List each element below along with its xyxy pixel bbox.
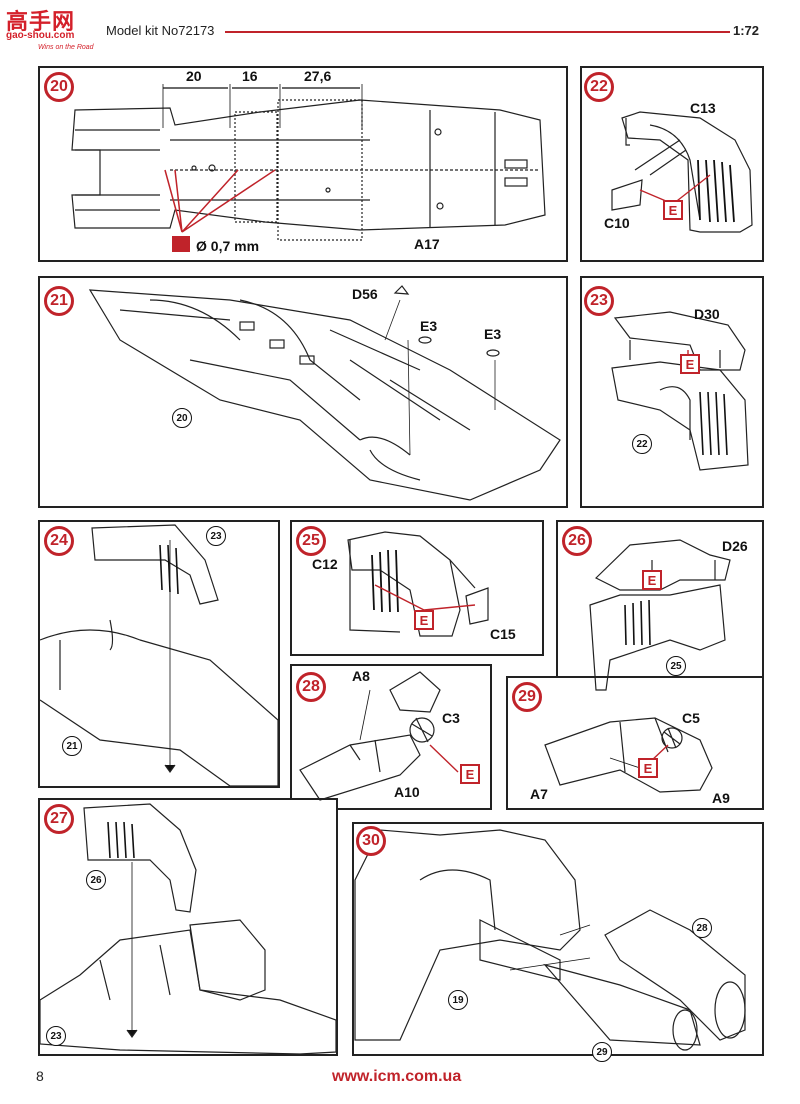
part-label: C5 <box>682 710 700 726</box>
step-25-badge: 25 <box>296 526 326 556</box>
part-label: D26 <box>722 538 748 554</box>
dimension-label: 27,6 <box>304 68 332 84</box>
part-label: D56 <box>352 286 378 302</box>
step-reference: 25 <box>666 656 686 676</box>
step-reference: 23 <box>206 526 226 546</box>
step-21-badge: 21 <box>44 286 74 316</box>
step-reference: 20 <box>172 408 192 428</box>
step-27-panel <box>38 798 338 1056</box>
paint-code-box: E <box>663 200 683 220</box>
step-29-badge: 29 <box>512 682 542 712</box>
step-28-badge: 28 <box>296 672 326 702</box>
step-20-panel <box>38 66 568 262</box>
step-reference: 19 <box>448 990 468 1010</box>
watermark-logo: 高手网 <box>6 10 76 35</box>
step-20-badge: 20 <box>44 72 74 102</box>
step-23-badge: 23 <box>584 286 614 316</box>
part-label: C10 <box>604 215 630 231</box>
watermark-url: gao-shou.com <box>6 30 75 41</box>
step-24-badge: 24 <box>44 526 74 556</box>
step-reference: 29 <box>592 1042 612 1062</box>
part-label: A10 <box>394 784 420 800</box>
part-label: C3 <box>442 710 460 726</box>
step-27-badge: 27 <box>44 804 74 834</box>
header-rule <box>225 31 730 33</box>
step-29-panel <box>506 676 764 810</box>
part-label: C12 <box>312 556 338 572</box>
paint-code-box: E <box>414 610 434 630</box>
step-25-panel <box>290 520 544 656</box>
paint-code-box: E <box>460 764 480 784</box>
kit-scale: 1:72 <box>733 23 760 38</box>
part-label: D30 <box>694 306 720 322</box>
step-30-badge: 30 <box>356 826 386 856</box>
step-reference: 21 <box>62 736 82 756</box>
dimension-label: 20 <box>186 68 202 84</box>
step-reference: 28 <box>692 918 712 938</box>
part-label: C15 <box>490 626 516 642</box>
footer-website[interactable]: www.icm.com.ua <box>332 1068 462 1085</box>
part-label: A17 <box>414 236 440 252</box>
dimension-label: 16 <box>242 68 258 84</box>
step-26-badge: 26 <box>562 526 592 556</box>
step-reference: 23 <box>46 1026 66 1046</box>
paint-code-box: E <box>642 570 662 590</box>
step-23-panel <box>580 276 764 508</box>
step-reference: 26 <box>86 870 106 890</box>
step-21-panel <box>38 276 568 508</box>
paint-code-box: E <box>638 758 658 778</box>
part-label: A9 <box>712 790 730 806</box>
part-label: C13 <box>690 100 716 116</box>
step-reference: 22 <box>632 434 652 454</box>
part-label: A7 <box>530 786 548 802</box>
part-label: E3 <box>420 318 438 334</box>
paint-code-box: E <box>680 354 700 374</box>
drill-size-label: Ø 0,7 mm <box>196 238 260 254</box>
page-number: 8 <box>36 1068 44 1084</box>
step-22-badge: 22 <box>584 72 614 102</box>
step-22-panel <box>580 66 764 262</box>
part-label: A8 <box>352 668 370 684</box>
kit-number: Model kit No72173 <box>106 23 215 38</box>
watermark-tagline: Wins on the Road <box>38 44 94 51</box>
page-header: 高手网 gao-shou.com Wins on the Road Model … <box>0 0 800 60</box>
part-label: E3 <box>484 326 502 342</box>
step-30-panel <box>352 822 764 1056</box>
